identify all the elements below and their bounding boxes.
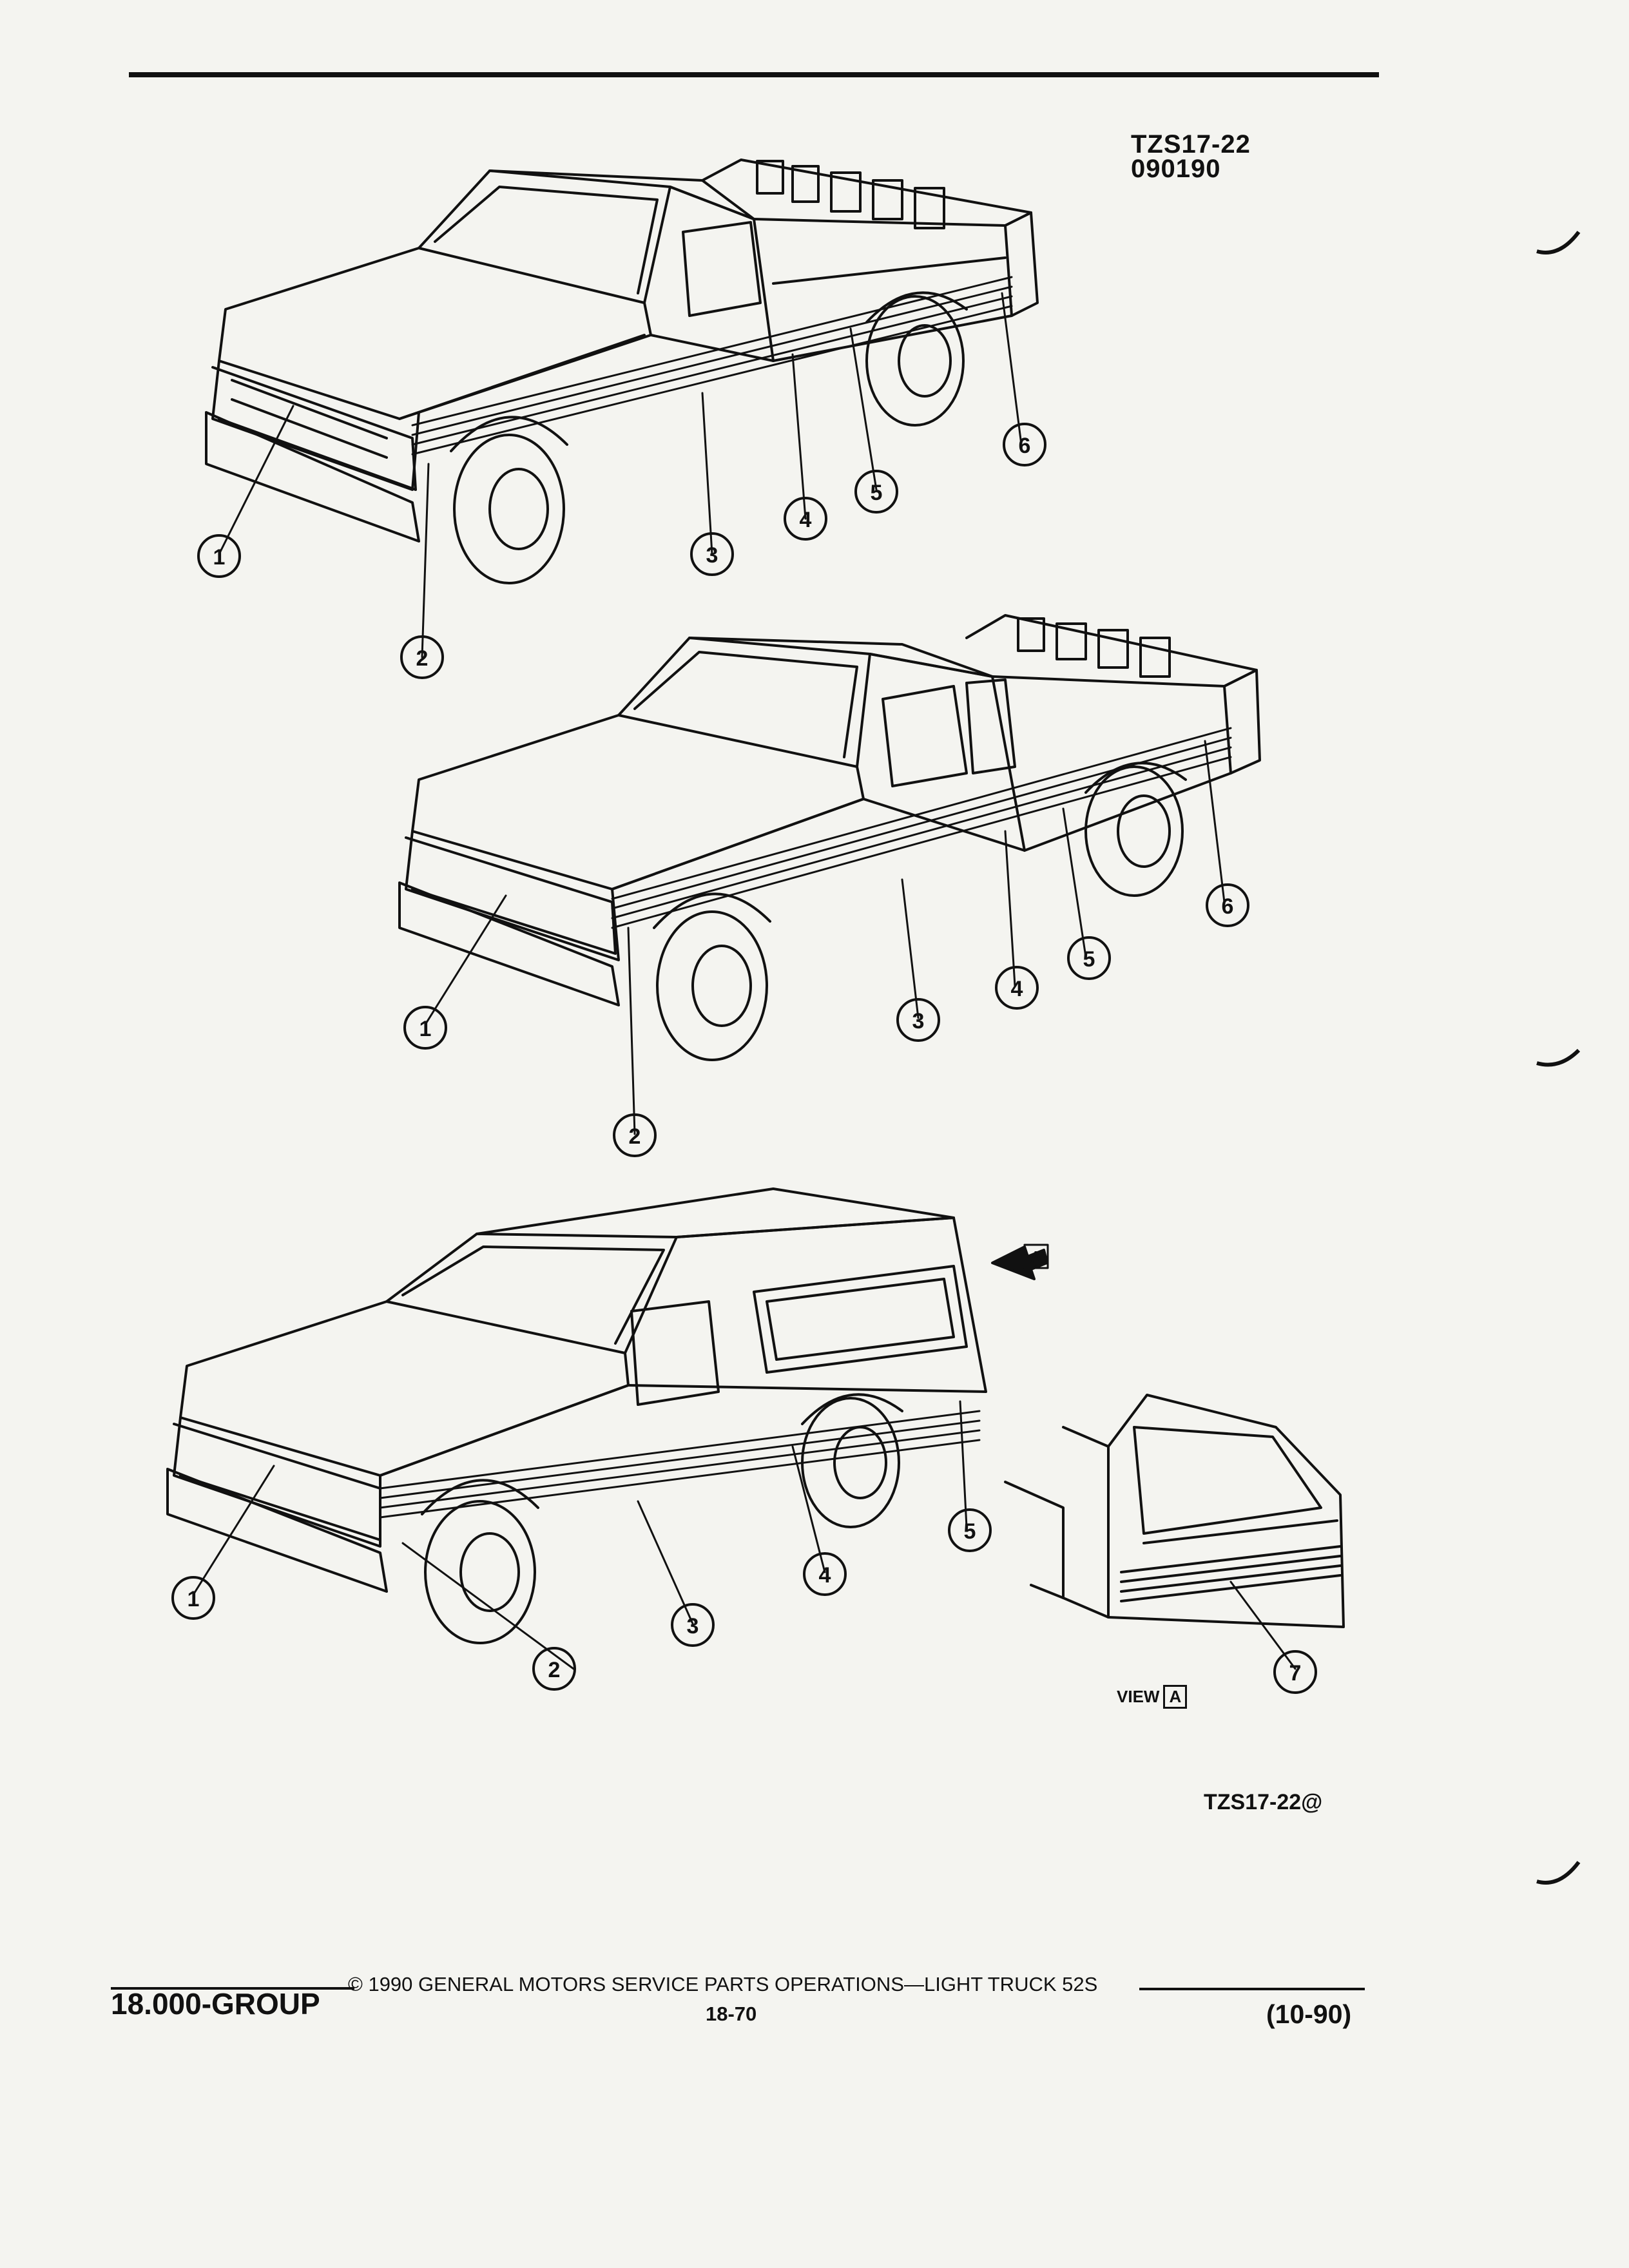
svg-text:4: 4 bbox=[800, 508, 812, 532]
callout-middle-1: 1 bbox=[403, 1006, 447, 1050]
callout-upper-6: 6 bbox=[1003, 423, 1046, 466]
svg-text:1: 1 bbox=[188, 1587, 200, 1611]
figure-code: TZS17-22@ bbox=[1204, 1790, 1323, 1814]
svg-text:2: 2 bbox=[416, 646, 429, 671]
callout-upper-1: 1 bbox=[197, 534, 241, 578]
callout-middle-3: 3 bbox=[896, 998, 940, 1042]
truck-utility bbox=[166, 1187, 1049, 1644]
svg-text:4: 4 bbox=[1011, 977, 1023, 1001]
header-code-line2: 090190 bbox=[1131, 155, 1221, 183]
callout-lower-4: 4 bbox=[803, 1552, 847, 1596]
callout-group: 1 2 3 4 5 6 1 2 3 4 5 6 1 2 3 4 5 7 bbox=[171, 423, 1317, 1694]
svg-text:6: 6 bbox=[1222, 894, 1234, 919]
header-code: TZS17-22 090190 bbox=[1131, 130, 1251, 183]
svg-text:3: 3 bbox=[706, 543, 718, 568]
svg-text:5: 5 bbox=[871, 481, 883, 505]
top-rule bbox=[129, 72, 1379, 77]
footer-date: (10-90) bbox=[1266, 1999, 1352, 2029]
callout-middle-5: 5 bbox=[1067, 936, 1111, 980]
svg-text:5: 5 bbox=[964, 1519, 976, 1544]
callout-middle-6: 6 bbox=[1206, 883, 1249, 927]
callout-lower-3: 3 bbox=[671, 1603, 715, 1647]
callout-middle-4: 4 bbox=[995, 966, 1039, 1010]
view-label-ref: A bbox=[1163, 1685, 1188, 1709]
footer-rule-right bbox=[1139, 1988, 1365, 1990]
view-a-rear-detail bbox=[1004, 1394, 1345, 1628]
svg-text:3: 3 bbox=[912, 1009, 925, 1033]
footer-rule-left bbox=[111, 1987, 354, 1990]
callout-lower-1: 1 bbox=[171, 1576, 215, 1620]
svg-text:7: 7 bbox=[1289, 1661, 1302, 1686]
callout-upper-5: 5 bbox=[854, 470, 898, 514]
callout-lower-2: 2 bbox=[532, 1647, 576, 1691]
svg-text:5: 5 bbox=[1083, 947, 1095, 972]
leader-lines bbox=[192, 292, 1296, 1670]
footer-group: 18.000-GROUP bbox=[111, 1987, 320, 2021]
svg-text:1: 1 bbox=[419, 1017, 432, 1041]
callout-upper-2: 2 bbox=[400, 635, 444, 679]
truck-regular-cab bbox=[205, 159, 1039, 584]
callout-middle-2: 2 bbox=[613, 1113, 657, 1157]
svg-text:4: 4 bbox=[819, 1563, 831, 1588]
binder-marks bbox=[1536, 231, 1581, 1885]
svg-text:2: 2 bbox=[548, 1658, 561, 1682]
svg-text:6: 6 bbox=[1019, 434, 1031, 458]
svg-text:3: 3 bbox=[687, 1614, 699, 1639]
svg-text:2: 2 bbox=[629, 1124, 641, 1149]
view-label-text: VIEW bbox=[1117, 1687, 1160, 1706]
truck-extended-cab bbox=[398, 614, 1261, 1061]
callout-lower-5: 5 bbox=[948, 1508, 992, 1552]
svg-text:1: 1 bbox=[213, 545, 226, 570]
callout-upper-4: 4 bbox=[784, 497, 827, 541]
view-arrow-label: A bbox=[1030, 1247, 1043, 1267]
callout-upper-3: 3 bbox=[690, 532, 734, 576]
footer-page-number: 18-70 bbox=[706, 2003, 757, 2025]
header-code-line1: TZS17-22 bbox=[1131, 130, 1251, 159]
footer-copyright: © 1990 GENERAL MOTORS SERVICE PARTS OPER… bbox=[348, 1973, 1098, 1995]
callout-lower-7: 7 bbox=[1273, 1650, 1317, 1694]
